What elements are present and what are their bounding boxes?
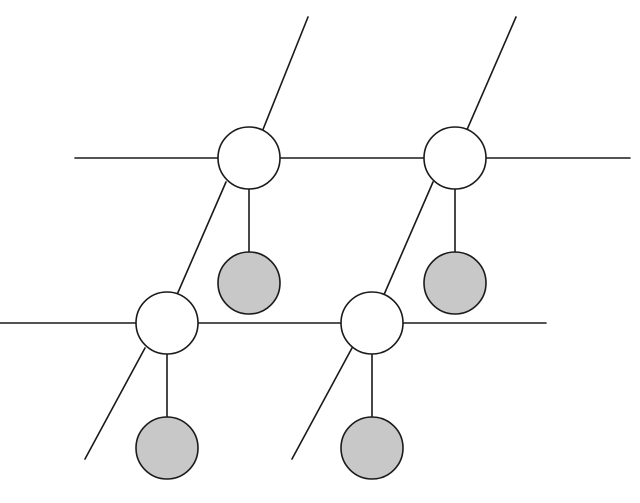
observed-node-o22: [340, 416, 404, 480]
observed-node-o12: [423, 251, 487, 315]
edge-col1-bottom-stub: [84, 347, 146, 460]
edge-h12-h22: [382, 181, 434, 298]
edge-col1-top-stub: [261, 16, 309, 133]
observed-nodes-layer: [135, 251, 487, 480]
hidden-node-h11: [217, 126, 281, 190]
hidden-node-h21: [135, 291, 199, 355]
edge-h11-h21: [175, 181, 227, 298]
observed-node-o21: [135, 416, 199, 480]
hidden-node-h12: [423, 126, 487, 190]
edges-layer: [0, 16, 631, 460]
edge-col2-bottom-stub: [291, 347, 353, 460]
hidden-nodes-layer: [135, 126, 487, 355]
hidden-node-h22: [340, 291, 404, 355]
observed-node-o11: [217, 251, 281, 315]
edge-col2-top-stub: [465, 16, 517, 133]
